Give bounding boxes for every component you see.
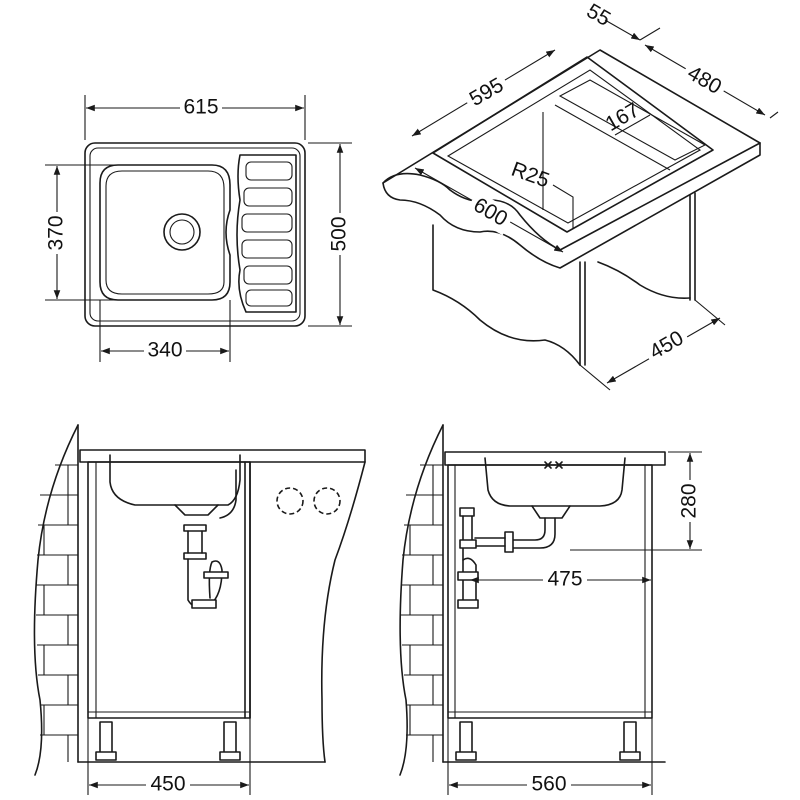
leg: [99, 721, 113, 755]
countertop: [444, 451, 666, 466]
side-view: 280 475 560: [399, 424, 702, 797]
brick-wall: [36, 464, 78, 762]
dim-475: 475: [547, 568, 582, 591]
dim-560: 560: [531, 773, 566, 796]
cabinet: [87, 461, 251, 719]
leg: [459, 721, 473, 755]
dim-370: 370: [45, 215, 68, 250]
countertop: [79, 449, 366, 463]
tap-hole-icon: [313, 487, 341, 515]
front-view: 450: [33, 424, 366, 797]
leg: [623, 721, 637, 755]
sink-outline: [84, 142, 306, 327]
cabinet: [447, 464, 653, 719]
dim-55: 55: [583, 0, 615, 31]
dim-450-front: 450: [150, 773, 185, 796]
dim-r25: R25: [508, 158, 552, 193]
drainer-ribs: [236, 154, 297, 313]
dim-615: 615: [183, 96, 218, 119]
countertop: [382, 142, 761, 269]
iso-view: 595 600 480 55 167 R25 450: [382, 0, 779, 391]
brick-wall: [401, 464, 443, 762]
drain-icon: [163, 213, 201, 251]
dim-280: 280: [678, 483, 701, 518]
plan-view: 615 370 500 340: [45, 95, 352, 363]
tap-hole-icon: [276, 487, 304, 515]
dim-500: 500: [328, 216, 351, 251]
leg: [223, 721, 237, 755]
bowl: [99, 164, 231, 301]
dim-340: 340: [147, 339, 182, 362]
